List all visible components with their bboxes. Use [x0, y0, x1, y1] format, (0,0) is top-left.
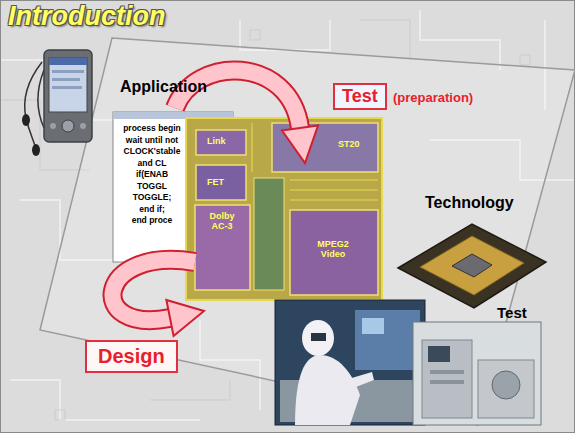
stage-label: Application — [120, 78, 207, 96]
die-block — [196, 165, 246, 200]
suit-hood — [302, 320, 334, 356]
stage-label: Test — [497, 305, 527, 322]
labelled-box: Test(preparation) — [333, 83, 387, 110]
chip-block-label: FET — [207, 178, 224, 188]
tester-slot — [430, 380, 464, 384]
circuit-pad — [520, 55, 530, 65]
pda-screen-bar — [49, 58, 87, 65]
tester-photo — [413, 322, 541, 425]
circuit-trace — [240, 20, 330, 50]
circuit-trace — [360, 20, 410, 60]
photo-frame — [275, 300, 425, 425]
chip-package-picture — [398, 224, 546, 308]
box-note: (preparation) — [393, 91, 473, 106]
die-block — [195, 205, 250, 290]
labelled-box: Design — [85, 340, 178, 373]
code-line: wait until not — [126, 136, 178, 145]
pda-body — [44, 50, 92, 142]
package-die — [452, 254, 492, 277]
circuit-trace — [150, 380, 230, 400]
code-line: TOGGLE; — [133, 193, 172, 202]
chip-block-label: MPEG2 Video — [309, 240, 357, 260]
box-label: Test — [342, 86, 378, 107]
code-line: if(ENAB — [136, 170, 168, 179]
tester-socket — [492, 371, 520, 399]
arrow-head — [282, 126, 318, 164]
die-base — [186, 118, 382, 300]
cleanroom-suit — [295, 355, 360, 425]
earphone-wire — [38, 70, 44, 128]
earbud — [22, 114, 30, 126]
cleanroom-photo — [275, 300, 425, 425]
circuit-pad — [250, 30, 260, 40]
die-wiring — [252, 123, 378, 200]
code-line: TOGGL — [137, 182, 167, 191]
die-block — [290, 210, 378, 295]
code-line: process begin — [123, 124, 181, 133]
pda-screen-line — [52, 78, 80, 81]
box-label: Design — [98, 345, 165, 368]
chip-die — [186, 118, 382, 300]
arrow-head — [166, 300, 204, 336]
die-block — [254, 178, 284, 290]
package-body — [398, 224, 546, 308]
equipment-screen — [362, 318, 384, 334]
code-line: and CL — [138, 159, 167, 168]
tester-cabinet — [422, 340, 472, 418]
tester-head — [478, 360, 534, 418]
chip-block-label: Link — [207, 137, 226, 147]
suit-arm — [345, 372, 374, 390]
equipment-panel — [355, 310, 420, 370]
pda-screen-line — [52, 70, 84, 73]
earphone-wire — [25, 62, 42, 150]
chip-block-label: ST20 — [338, 140, 360, 150]
pda-screen-line — [52, 86, 82, 89]
slide-title: Introduction — [8, 1, 165, 32]
tester-slot — [430, 370, 464, 374]
tilted-outline — [40, 38, 575, 425]
cycle-arrow — [113, 260, 204, 336]
die-block — [272, 123, 378, 172]
pda-button — [50, 123, 56, 129]
die-block — [196, 130, 246, 155]
photo-frame — [413, 322, 541, 425]
code-line: end if; — [139, 205, 165, 214]
pda-button — [62, 120, 74, 132]
chip-block-label: Dolby AC-3 — [201, 212, 243, 232]
code-line: end proce — [132, 216, 173, 225]
pda-screen — [49, 58, 87, 112]
earbud — [32, 144, 40, 156]
package-gold — [420, 236, 524, 295]
pda-picture — [22, 50, 92, 156]
circuit-pad — [55, 410, 65, 420]
tester-screen — [428, 346, 450, 362]
code-line: CLOCK'stable — [124, 147, 181, 156]
pda-button — [80, 123, 86, 129]
stage-label: Technology — [425, 194, 514, 212]
suit-visor — [311, 333, 326, 341]
